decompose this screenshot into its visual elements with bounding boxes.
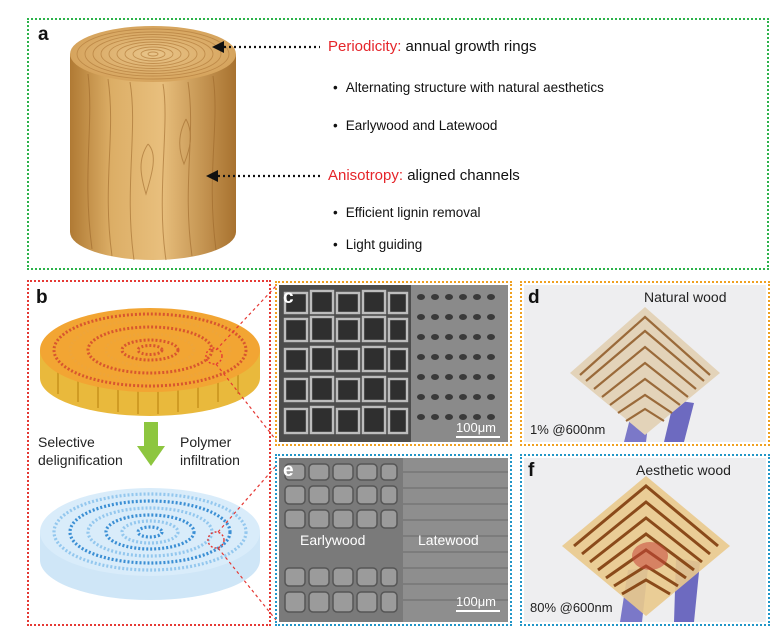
sem-image-natural-wood — [279, 285, 508, 442]
panel-f-title: Aesthetic wood — [636, 462, 731, 478]
panel-e-scale-bar — [456, 610, 500, 612]
anisotropy-highlight: Anisotropy: — [328, 167, 404, 184]
panel-a — [27, 18, 769, 270]
latewood-region-label: Latewood — [418, 532, 479, 548]
panel-f-transmittance: 80% @600nm — [530, 600, 613, 615]
panel-d-label: d — [528, 287, 540, 308]
panel-f-label: f — [528, 460, 535, 481]
panel-d-title: Natural wood — [644, 289, 727, 305]
photo-natural-wood — [524, 285, 766, 442]
sem-image-aesthetic-wood — [279, 458, 508, 622]
panel-b-label: b — [36, 287, 48, 308]
periodicity-pointer-arrow — [212, 41, 320, 53]
polymer-infiltration-label: Polymer infiltration — [180, 433, 240, 469]
polymer-infiltration-line-2: infiltration — [180, 452, 240, 468]
panel-e-label: e — [283, 460, 294, 481]
natural-wood-disc-illustration — [40, 308, 260, 416]
panel-c — [275, 281, 512, 446]
periodicity-heading: Periodicity: annual growth rings — [328, 38, 536, 55]
periodicity-text: annual growth rings — [405, 38, 537, 55]
panel-c-scale-label: 100μm — [456, 420, 497, 435]
photo-aesthetic-wood — [524, 458, 766, 622]
panel-d-transmittance: 1% @600nm — [530, 422, 606, 437]
selective-delignification-line-2: delignification — [38, 452, 123, 468]
selective-delignification-line-1: Selective — [38, 434, 95, 450]
anisotropy-heading: Anisotropy: aligned channels — [328, 167, 520, 184]
earlywood-region-label: Earlywood — [300, 532, 366, 548]
anisotropy-text: aligned channels — [407, 167, 520, 184]
anisotropy-pointer-arrow — [206, 170, 320, 182]
panel-e-scale-label: 100μm — [456, 594, 497, 609]
sem-cell-texture — [279, 285, 508, 442]
sem-infiltrated-texture — [279, 458, 508, 622]
panel-a-label: a — [38, 24, 49, 45]
natural-wood-sample — [524, 285, 766, 442]
anisotropy-bullet-1: Efficient lignin removal — [333, 205, 481, 220]
anisotropy-bullet-2: Light guiding — [333, 237, 423, 252]
periodicity-highlight: Periodicity: — [328, 38, 402, 55]
polymer-infiltration-line-1: Polymer — [180, 434, 232, 450]
panel-c-scale-bar — [456, 436, 500, 438]
aesthetic-wood-sample — [524, 458, 766, 622]
panel-e — [275, 454, 512, 626]
aesthetic-wood-disc-illustration — [40, 488, 260, 600]
transformation-arrow — [137, 422, 165, 466]
wood-log-illustration — [70, 26, 236, 261]
panel-c-label: c — [283, 287, 294, 308]
panel-f — [520, 454, 770, 626]
periodicity-bullet-2: Earlywood and Latewood — [333, 118, 498, 133]
periodicity-bullet-1: Alternating structure with natural aesth… — [333, 80, 604, 95]
panel-b — [27, 280, 271, 626]
selective-delignification-label: Selective delignification — [38, 433, 123, 469]
panel-d — [520, 281, 770, 446]
zoom-connector-lines — [215, 285, 277, 621]
